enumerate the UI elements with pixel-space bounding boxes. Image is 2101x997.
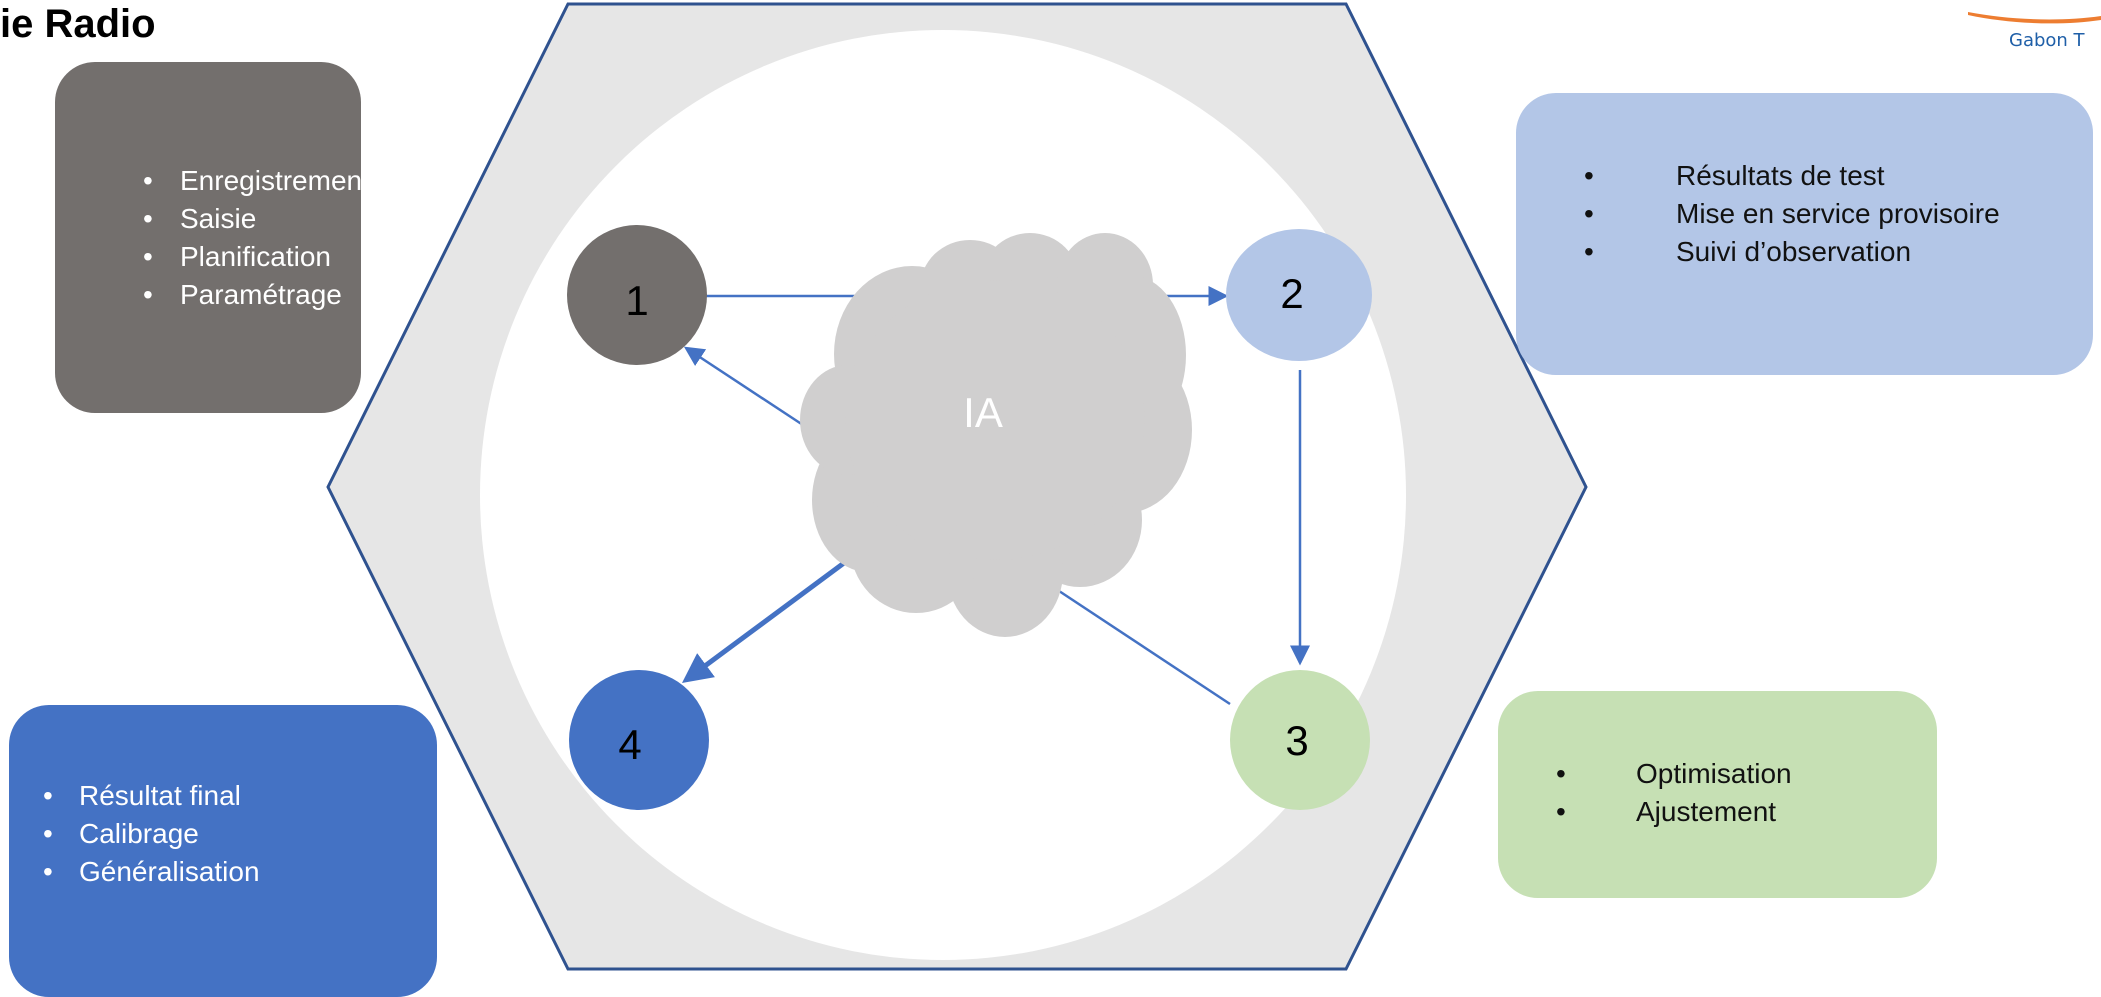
step-1-item: Paramétrage (125, 276, 361, 314)
connector-3-to-ia (1049, 583, 1231, 706)
step-2-item: Suivi d’observation (1566, 233, 2093, 271)
step-2-circle (1226, 229, 1372, 361)
step-1-circle (567, 225, 707, 365)
cloud-label: IA (963, 389, 1003, 436)
step-4-item: Résultat final (29, 777, 437, 815)
step-4-number: 4 (618, 721, 641, 768)
page-title: ie Radio (0, 2, 156, 46)
step-2-item: Mise en service provisoire (1566, 195, 2093, 233)
step-3-circle (1230, 670, 1370, 810)
step-2-panel: Résultats de test Mise en service provis… (1516, 93, 2093, 375)
step-2-item: Résultats de test (1566, 157, 2093, 195)
connector-ia-to-1 (683, 346, 807, 429)
step-3-number: 3 (1285, 717, 1308, 764)
step-3-list: Optimisation Ajustement (1538, 755, 1937, 831)
step-2-number: 2 (1280, 270, 1303, 317)
step-1-item: Saisie (125, 200, 361, 238)
step-1-item: Enregistrement (125, 162, 370, 200)
step-1-item: Planification (125, 238, 361, 276)
step-2-list: Résultats de test Mise en service provis… (1566, 157, 2093, 271)
step-4-list: Résultat final Calibrage Généralisation (29, 777, 437, 891)
step-3-item: Optimisation (1538, 755, 1937, 793)
connector-ia-to-4 (681, 557, 850, 683)
company-logo-text: Gabon T (2009, 30, 2085, 51)
step-1-panel: Enregistrement Saisie Planification Para… (55, 62, 370, 413)
cloud-shape (800, 233, 1192, 637)
step-1-list: Enregistrement Saisie Planification Para… (125, 162, 370, 314)
step-1-number: 1 (625, 277, 648, 324)
step-4-item: Calibrage (29, 815, 437, 853)
step-4-item: Généralisation (29, 853, 437, 891)
step-3-item: Ajustement (1538, 793, 1937, 831)
step-3-panel: Optimisation Ajustement (1498, 691, 1937, 898)
step-4-panel: Résultat final Calibrage Généralisation (9, 705, 437, 997)
step-4-circle (569, 670, 709, 810)
logo-swoosh (1968, 12, 2101, 24)
